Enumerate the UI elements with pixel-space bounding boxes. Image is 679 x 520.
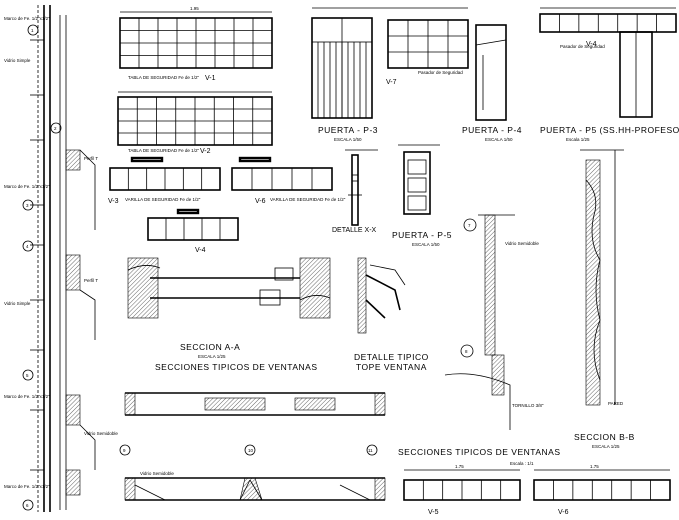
svg-text:2: 2 [54, 126, 57, 131]
svg-text:8: 8 [465, 349, 468, 354]
strip-note: Marco de Fe. 1/2"x1/2" [4, 484, 50, 489]
title-v1: V-1 [205, 75, 216, 82]
title-puerta-p5: PUERTA - P5 (SS.HH-PROFESORES) [540, 125, 679, 135]
scale-escala1: Escala : 1/1 [510, 461, 534, 466]
title-detalle-xx: DETALLE X-X [332, 227, 377, 234]
marker-10: 11 [366, 444, 378, 456]
dim-v5: 1.75 [455, 464, 464, 469]
scale-bb: ESCALA 1/25 [592, 444, 620, 449]
marker-8: 9 [119, 444, 131, 456]
strip-note: Vidrio Simple [4, 301, 31, 306]
note-vidrio-b: Vidrio Semidoble [140, 471, 174, 476]
svg-text:5: 5 [26, 373, 29, 378]
window-v6: V-6 VARILLA DE SEGURIDAD Fe de 1/2" [231, 156, 346, 205]
note-v6: VARILLA DE SEGURIDAD Fe de 1/2" [270, 197, 346, 202]
window-v4: V-4 [147, 208, 239, 254]
window-v3: V-3 VARILLA DE SEGURIDAD Fe de 1/2" [108, 156, 221, 205]
window-v4-top: V-4 Pasador de Seguridad PUERTA - P5 (SS… [539, 7, 679, 142]
strip-note: Vidrio Simple [4, 58, 31, 63]
title-puerta-p3: PUERTA - P-3 [318, 125, 378, 135]
marker-9: 10 [244, 444, 256, 456]
typical-sections-bottom: Vidrio Semidoble SECCIONES TIPICOS DE VE… [124, 447, 561, 501]
svg-text:11: 11 [368, 448, 373, 453]
svg-text:1: 1 [31, 28, 34, 33]
svg-text:6: 6 [26, 503, 29, 508]
strip-note: Marco de Fe. 1/2"x1/2" [4, 16, 50, 21]
svg-text:10: 10 [248, 448, 254, 453]
note-tornillo: TORNILLO 3/8" [512, 403, 544, 408]
window-v1: 1.95 TABLA DE SEGURIDAD Fe de 1/2" V-1 [119, 6, 273, 82]
window-v5: 1.75 V-5 [403, 464, 521, 516]
title-v7: V-7 [386, 79, 397, 86]
title-v4: V-4 [195, 247, 206, 254]
title-puerta-p4: PUERTA - P-4 [462, 125, 522, 135]
title-detalle-tope-2: TOPE VENTANA [356, 362, 427, 372]
scale-aa: ESCALA 1/25 [198, 354, 226, 359]
section-7: 8 TORNILLO 3/8" [444, 344, 544, 430]
scale-p4: ESCALA 1/50 [485, 137, 513, 142]
dim-v6b: 1.75 [590, 464, 599, 469]
title-v4-top: V-4 [586, 41, 597, 48]
section-marker-4: 4 [22, 240, 34, 252]
strip-note: Vidrio Semidoble [84, 431, 118, 436]
detail-tope: DETALLE TIPICO TOPE VENTANA [354, 257, 429, 372]
door-p3: Pasador de Seguridad V-7 PUERTA - P-3 ES… [311, 7, 469, 142]
section-6: 7 Vidrio Semidoble [463, 214, 539, 356]
section-marker-5: 5 [22, 369, 34, 381]
detail-xx: DETALLE X-X [332, 149, 378, 234]
section-marker-1: 1 [27, 24, 39, 36]
svg-text:4: 4 [26, 244, 29, 249]
note-vidrio: Vidrio Semidoble [505, 241, 539, 246]
dim-v1: 1.95 [190, 6, 199, 11]
svg-text:7: 7 [468, 223, 471, 228]
window-v6-bottom: 1.75 V-6 [533, 464, 671, 516]
title-v2: V-2 [200, 148, 211, 155]
title-puerta-p5-small: PUERTA - P-5 [392, 230, 452, 240]
title-secciones-top: SECCIONES TIPICOS DE VENTANAS [155, 362, 318, 372]
note-v2: TABLA DE SEGURIDAD Fe de 1/2" [128, 148, 199, 153]
section-bb: PARED SECCION B-B ESCALA 1/25 [574, 149, 635, 449]
section-marker-3: 3 [22, 199, 34, 211]
section-marker-2: 2 [50, 122, 62, 134]
note-pasador: Pasador de Seguridad [418, 70, 463, 75]
strip-note: Marco de Fe. 1/2"x1/2" [4, 184, 50, 189]
title-seccion-bb: SECCION B-B [574, 432, 635, 442]
section-aa: SECCION A-A ESCALA 1/25 [127, 257, 331, 359]
title-secciones-bottom: SECCIONES TIPICOS DE VENTANAS [398, 447, 561, 457]
door-p5: PUERTA - P-5 ESCALA 1/50 [392, 144, 452, 247]
strip-note: Marco de Fe. 1/2"x1/2" [4, 394, 50, 399]
section-marker-6: 6 [22, 499, 34, 511]
title-v6-bottom: V-6 [558, 509, 569, 516]
title-detalle-tope-1: DETALLE TIPICO [354, 352, 429, 362]
scale-p5-small: ESCALA 1/50 [412, 242, 440, 247]
note-v1: TABLA DE SEGURIDAD Fe de 1/2" [128, 75, 199, 80]
title-v6: V-6 [255, 198, 266, 205]
note-pasador2: Pasador de Seguridad [560, 44, 605, 49]
door-p4: PUERTA - P-4 ESCALA 1/50 [462, 24, 522, 142]
typical-sections-top: SECCIONES TIPICOS DE VENTANAS 9 10 11 [119, 362, 386, 456]
note-v3: VARILLA DE SEGURIDAD Fe de 1/2" [125, 197, 201, 202]
strip-note: Perfil T [84, 278, 98, 283]
svg-text:3: 3 [26, 203, 29, 208]
label-pared: PARED [608, 401, 624, 406]
title-v3: V-3 [108, 198, 119, 205]
title-seccion-aa: SECCION A-A [180, 342, 240, 352]
scale-p3: ESCALA 1/50 [334, 137, 362, 142]
title-v5: V-5 [428, 509, 439, 516]
wall-section-strip: 1 2 3 4 5 6 Marco de Fe. 1/2"x1/2" Vidri… [4, 5, 118, 512]
window-v2: TABLA DE SEGURIDAD Fe de 1/2" V-2 [117, 91, 273, 155]
svg-text:9: 9 [123, 448, 126, 453]
strip-note: Perfil T [84, 156, 98, 161]
scale-p5: Escala 1/25 [566, 137, 590, 142]
